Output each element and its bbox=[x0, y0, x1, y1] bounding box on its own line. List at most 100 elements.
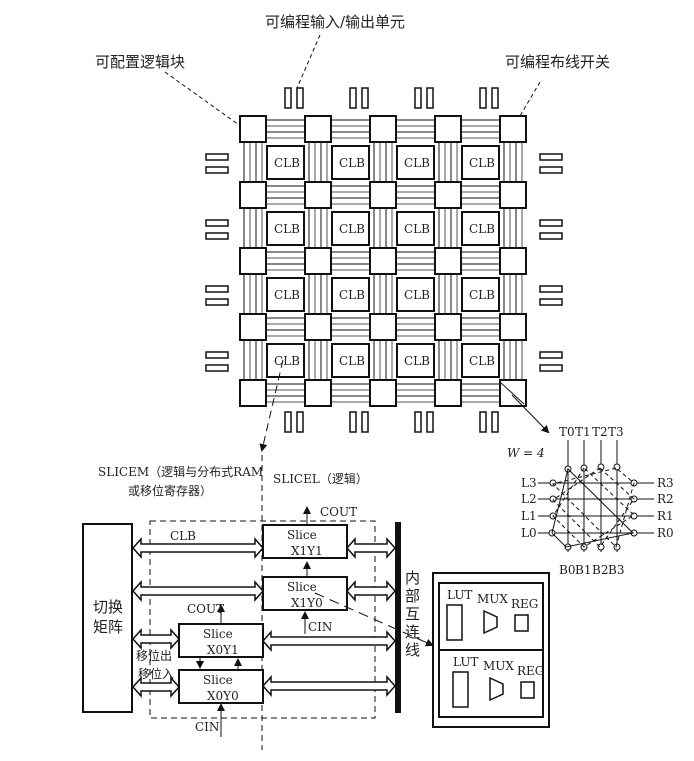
slice-box bbox=[178, 623, 264, 658]
pin-node bbox=[630, 512, 638, 520]
bottom-pin-label: B2 bbox=[592, 563, 608, 577]
switch-box bbox=[304, 313, 332, 341]
clb-label: CLB bbox=[469, 156, 495, 170]
switch-box bbox=[369, 313, 397, 341]
switch-box bbox=[304, 379, 332, 407]
clb-block bbox=[396, 343, 435, 378]
clb-block bbox=[461, 211, 500, 246]
pin-node bbox=[549, 495, 557, 503]
io-pad bbox=[426, 87, 434, 109]
pin-node bbox=[549, 479, 557, 487]
shift-out-label: 移位出 bbox=[136, 648, 172, 663]
logic-leader-line bbox=[164, 71, 261, 141]
io-pad bbox=[491, 411, 499, 433]
clb-label: CLB bbox=[339, 288, 365, 302]
right-pin-label: R1 bbox=[657, 509, 674, 523]
io-pad bbox=[284, 87, 292, 109]
mux-shape bbox=[489, 676, 504, 702]
io-pad bbox=[349, 87, 357, 109]
clb-block bbox=[331, 277, 370, 312]
switch-zoom-leader bbox=[511, 394, 550, 434]
interconnect-bus bbox=[395, 522, 401, 713]
io-block-label: 可编程输入/输出单元 bbox=[265, 13, 405, 31]
lut-block bbox=[446, 604, 463, 641]
slice-id: X1Y0 bbox=[291, 596, 323, 610]
slice-zoom-leader bbox=[314, 592, 434, 647]
clb-label: CLB bbox=[274, 222, 300, 236]
logic-block-label: 可配置逻辑块 bbox=[95, 53, 185, 71]
interconnect-char: 互 bbox=[405, 605, 420, 623]
clb-label: CLB bbox=[339, 222, 365, 236]
bidirectional-bus bbox=[261, 630, 397, 652]
interconnect-char: 部 bbox=[405, 587, 420, 605]
clb-zoom-leader bbox=[259, 359, 284, 452]
dashed-switch-path bbox=[552, 467, 635, 548]
switch-box bbox=[369, 379, 397, 407]
clb-label: CLB bbox=[339, 354, 365, 368]
slice-box bbox=[262, 576, 348, 611]
slice-detail bbox=[432, 572, 550, 728]
io-pad bbox=[205, 232, 229, 240]
shift-in-label: 移位入 bbox=[138, 666, 174, 681]
bidirectional-bus bbox=[131, 580, 265, 602]
slice-word: Slice bbox=[287, 528, 317, 542]
slice-box bbox=[178, 669, 264, 704]
io-pad bbox=[479, 87, 487, 109]
solid-switch-path bbox=[551, 468, 635, 548]
slicem-label-1: SLICEM（逻辑与分布式RAM bbox=[98, 465, 263, 479]
switch-box bbox=[369, 181, 397, 209]
switch-matrix bbox=[82, 523, 133, 713]
clb-block bbox=[396, 145, 435, 180]
cin-bottom-label: CIN bbox=[195, 720, 219, 734]
switch-box bbox=[499, 247, 527, 275]
clb-label: CLB bbox=[274, 288, 300, 302]
switch-box bbox=[239, 379, 267, 407]
left-pin-label: L1 bbox=[521, 509, 537, 523]
switch-box bbox=[434, 181, 462, 209]
top-pin-label: T3 bbox=[608, 425, 624, 439]
io-pad bbox=[539, 285, 563, 293]
clb-block bbox=[266, 145, 305, 180]
io-pad bbox=[205, 364, 229, 372]
clb-block bbox=[331, 343, 370, 378]
switch-box bbox=[304, 247, 332, 275]
io-pad bbox=[205, 351, 229, 359]
io-leader-line bbox=[296, 34, 321, 89]
io-pad bbox=[361, 411, 369, 433]
slice-word: Slice bbox=[203, 627, 233, 641]
interconnect-char: 线 bbox=[405, 641, 420, 659]
clb-label: CLB bbox=[469, 222, 495, 236]
clb-label: CLB bbox=[469, 354, 495, 368]
clb-label: CLB bbox=[404, 288, 430, 302]
mux-label: MUX bbox=[477, 592, 508, 606]
buses bbox=[131, 537, 397, 698]
slice-id: X0Y1 bbox=[207, 643, 239, 657]
slice-word: Slice bbox=[287, 580, 317, 594]
io-pad bbox=[205, 298, 229, 306]
switch-matrix-label-1: 切换 bbox=[93, 598, 123, 616]
mux-label: MUX bbox=[483, 659, 514, 673]
switch-box bbox=[239, 247, 267, 275]
io-pad bbox=[205, 285, 229, 293]
dashed-switch-path bbox=[552, 467, 635, 548]
fpga-grid: CLBCLBCLBCLBCLBCLBCLBCLBCLBCLBCLBCLBCLBC… bbox=[205, 87, 563, 433]
io-pad bbox=[539, 351, 563, 359]
bottom-pin-label: B1 bbox=[575, 563, 591, 577]
slicem-label-2: 或移位寄存器） bbox=[128, 483, 212, 498]
interconnect-char: 连 bbox=[405, 623, 420, 641]
io-pad bbox=[539, 232, 563, 240]
slice-box bbox=[262, 524, 348, 559]
lut-block bbox=[452, 671, 469, 708]
switch-box bbox=[434, 247, 462, 275]
bidirectional-bus bbox=[261, 675, 397, 697]
io-pad bbox=[296, 411, 304, 433]
top-pin-label: T1 bbox=[575, 425, 591, 439]
slice-id: X1Y1 bbox=[291, 544, 323, 558]
left-pin-label: L3 bbox=[521, 476, 537, 490]
clb-label: CLB bbox=[339, 156, 365, 170]
io-pad bbox=[349, 411, 357, 433]
io-pad bbox=[205, 153, 229, 161]
logic-cell bbox=[438, 649, 544, 718]
io-pad bbox=[414, 87, 422, 109]
